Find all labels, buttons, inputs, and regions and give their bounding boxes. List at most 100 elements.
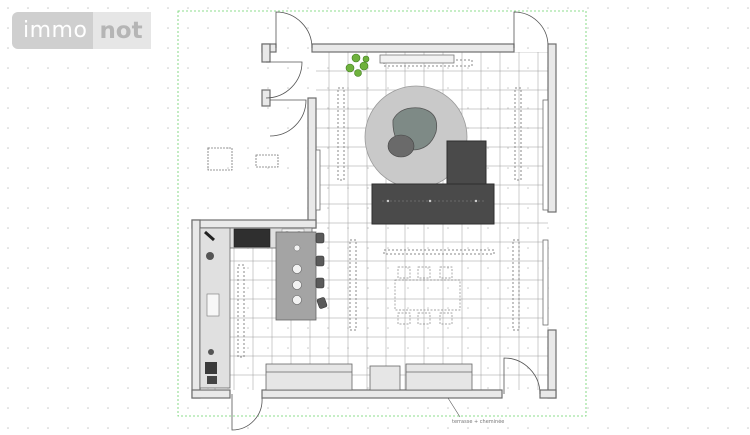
grid-dot [607,127,609,129]
grid-dot [167,87,169,89]
grid-dot [87,247,89,249]
grid-dot [707,367,709,369]
grid-dot [167,147,169,149]
windows [315,99,549,326]
grid-dot [67,67,69,69]
grid-dot [107,147,109,149]
grid-dot [207,107,209,109]
grid-dot [487,367,489,369]
grid-dot [527,67,529,69]
grid-dot [427,287,429,289]
grid-dot [187,327,189,329]
grid-dot [587,327,589,329]
grid-dot [527,347,529,349]
sink-icon [206,293,220,317]
grid-dot [587,287,589,289]
grid-dot [727,307,729,309]
grid-dot [107,107,109,109]
grid-dot [287,327,289,329]
grid-dot [507,347,509,349]
grid-dot [607,47,609,49]
grid-dot [547,7,549,9]
grid-dot [587,387,589,389]
grid-dot [527,287,529,289]
grid-dot [527,27,529,29]
grid-dot [347,27,349,29]
grid-dot [307,347,309,349]
grid-dot [127,127,129,129]
grid-dot [307,407,309,409]
grid-dot [487,347,489,349]
grid-dot [547,27,549,29]
right-wall-lower [547,329,557,399]
grid-dot [247,387,249,389]
grid-dot [47,107,49,109]
grid-dot [707,247,709,249]
kitchen-island [275,231,317,321]
grid-dot [747,367,749,369]
grid-dot [187,187,189,189]
grid-dot [147,167,149,169]
grid-dot [667,407,669,409]
grid-dot [227,87,229,89]
grid-dot [747,427,749,429]
grid-dot [147,67,149,69]
grid-dot [747,347,749,349]
grid-dot [447,347,449,349]
grid-dot [227,47,229,49]
grid-dot [507,227,509,229]
grid-dot [407,7,409,9]
grid-dot [607,87,609,89]
grid-dot [527,187,529,189]
grid-dot [407,67,409,69]
grid-dot [567,327,569,329]
grid-dot [127,287,129,289]
grid-dot [387,247,389,249]
grid-dot [727,127,729,129]
grid-dot [687,247,689,249]
grid-dot [107,247,109,249]
grid-dot [47,207,49,209]
grid-dot [527,407,529,409]
grid-dot [667,207,669,209]
grid-dot [267,67,269,69]
grid-dot [487,267,489,269]
grid-dot [707,407,709,409]
grid-dot [107,287,109,289]
brand-logo-left: immo [12,12,94,49]
grid-dot [7,367,9,369]
grid-dot [67,327,69,329]
grid-dot [67,307,69,309]
grid-dot [87,87,89,89]
kitchen-left-wall [191,219,201,399]
grid-dot [147,307,149,309]
brand-logo[interactable]: immo not [12,12,158,49]
grid-dot [707,347,709,349]
grid-dot [607,327,609,329]
grid-dot [187,347,189,349]
grid-dot [27,427,29,429]
grid-dot [687,227,689,229]
grid-dot [287,67,289,69]
grid-dot [467,307,469,309]
grid-dot [667,367,669,369]
grid-dot [647,247,649,249]
grid-dot [487,327,489,329]
grid-dot [247,207,249,209]
grid-dot [487,287,489,289]
grid-dot [127,107,129,109]
grid-dot [127,327,129,329]
grid-dot [367,427,369,429]
grid-dot [667,147,669,149]
grid-dot [247,167,249,169]
grid-dot [327,307,329,309]
grid-dot [727,27,729,29]
grid-dot [127,267,129,269]
grid-dot [607,7,609,9]
grid-dot [167,287,169,289]
grid-dot [147,247,149,249]
grid-dot [287,27,289,29]
grid-dot [747,387,749,389]
grid-dot [147,327,149,329]
grid-dot [587,107,589,109]
